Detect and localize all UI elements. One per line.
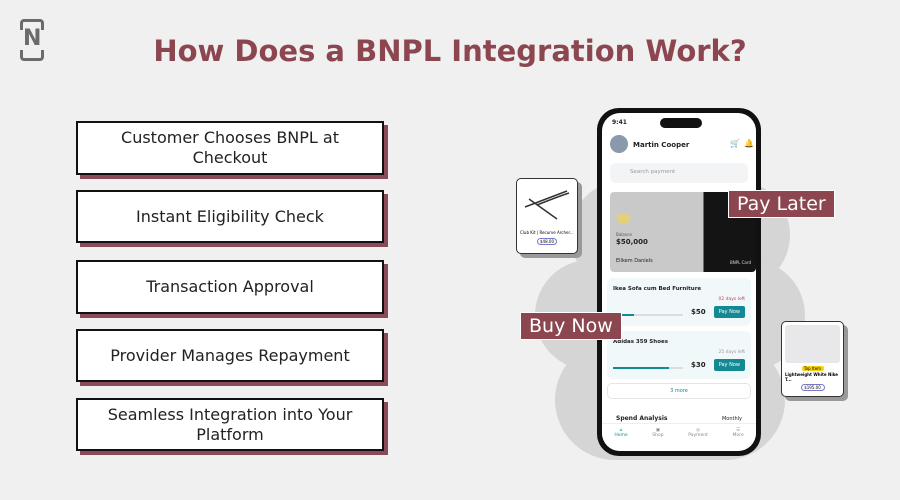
card-type: BNPL Card: [729, 260, 751, 265]
bell-icon[interactable]: 🔔: [744, 139, 754, 148]
product-card-archery: Club Kit | Recurve Archer... $48.00: [516, 178, 578, 254]
item-due: 02 days left: [718, 297, 746, 302]
chip-icon: [618, 214, 629, 223]
brand-logo: N: [19, 19, 45, 61]
item-amount: $30: [691, 361, 706, 369]
pay-now-button[interactable]: Pay Now: [713, 306, 745, 318]
nav-home[interactable]: ⌂Home: [614, 428, 628, 438]
search-input[interactable]: Search payment: [610, 163, 748, 183]
balance-label: Balance: [616, 232, 632, 237]
dynamic-island: [660, 118, 702, 128]
buy-now-label: Buy Now: [520, 312, 622, 340]
user-name: Martin Cooper: [633, 141, 690, 149]
step-5: Seamless Integration into Your Platform: [76, 398, 384, 451]
step-4: Provider Manages Repayment: [76, 329, 384, 382]
balance-value: $50,000: [616, 238, 648, 246]
nav-payment[interactable]: ◎Payment: [688, 428, 708, 438]
pay-now-button[interactable]: Pay Now: [713, 359, 745, 371]
product-price: $195.00: [800, 384, 825, 391]
phone-mockup: 9:41 Martin Cooper 🛒 🔔 Search payment Ba…: [597, 108, 761, 456]
step-1: Customer Chooses BNPL at Checkout: [76, 121, 384, 175]
product-name: Lightweight White Nike T...: [785, 372, 838, 382]
product-card-shoe: Top Item Lightweight White Nike T... $19…: [781, 321, 844, 397]
item-name: Ikea Sofa cum Bed Furniture: [613, 286, 702, 292]
product-badge: Top Item: [801, 366, 824, 371]
pay-later-label: Pay Later: [728, 190, 835, 218]
show-more-button[interactable]: 3 more: [607, 383, 751, 399]
payment-item: Adidas 359 Shoes 25 days left $30 Pay No…: [607, 331, 751, 379]
product-price: $48.00: [537, 238, 557, 245]
status-time: 9:41: [612, 119, 627, 126]
item-amount: $50: [691, 308, 706, 316]
product-name: Club Kit | Recurve Archer...: [520, 230, 574, 235]
page-title: How Does a BNPL Integration Work?: [153, 34, 747, 68]
bow-image: [524, 190, 570, 220]
period-select[interactable]: Monthly: [721, 416, 742, 422]
progress-bar: [613, 314, 683, 316]
cart-icon[interactable]: 🛒: [730, 139, 740, 148]
step-2: Instant Eligibility Check: [76, 190, 384, 243]
item-due: 25 days left: [718, 350, 746, 355]
step-3: Transaction Approval: [76, 260, 384, 314]
nav-shop[interactable]: ▣Shop: [652, 428, 664, 438]
avatar[interactable]: [610, 135, 628, 153]
payment-item: Ikea Sofa cum Bed Furniture 02 days left…: [607, 278, 751, 326]
item-name: Adidas 359 Shoes: [613, 339, 668, 345]
bottom-nav: ⌂Home ▣Shop ◎Payment ☰More: [602, 423, 756, 451]
progress-bar: [613, 367, 683, 369]
spend-analysis-title: Spend Analysis: [616, 415, 668, 422]
card-holder: Elikem Daniels: [616, 258, 653, 264]
nav-more[interactable]: ☰More: [732, 428, 744, 438]
shoe-image: [785, 325, 840, 363]
